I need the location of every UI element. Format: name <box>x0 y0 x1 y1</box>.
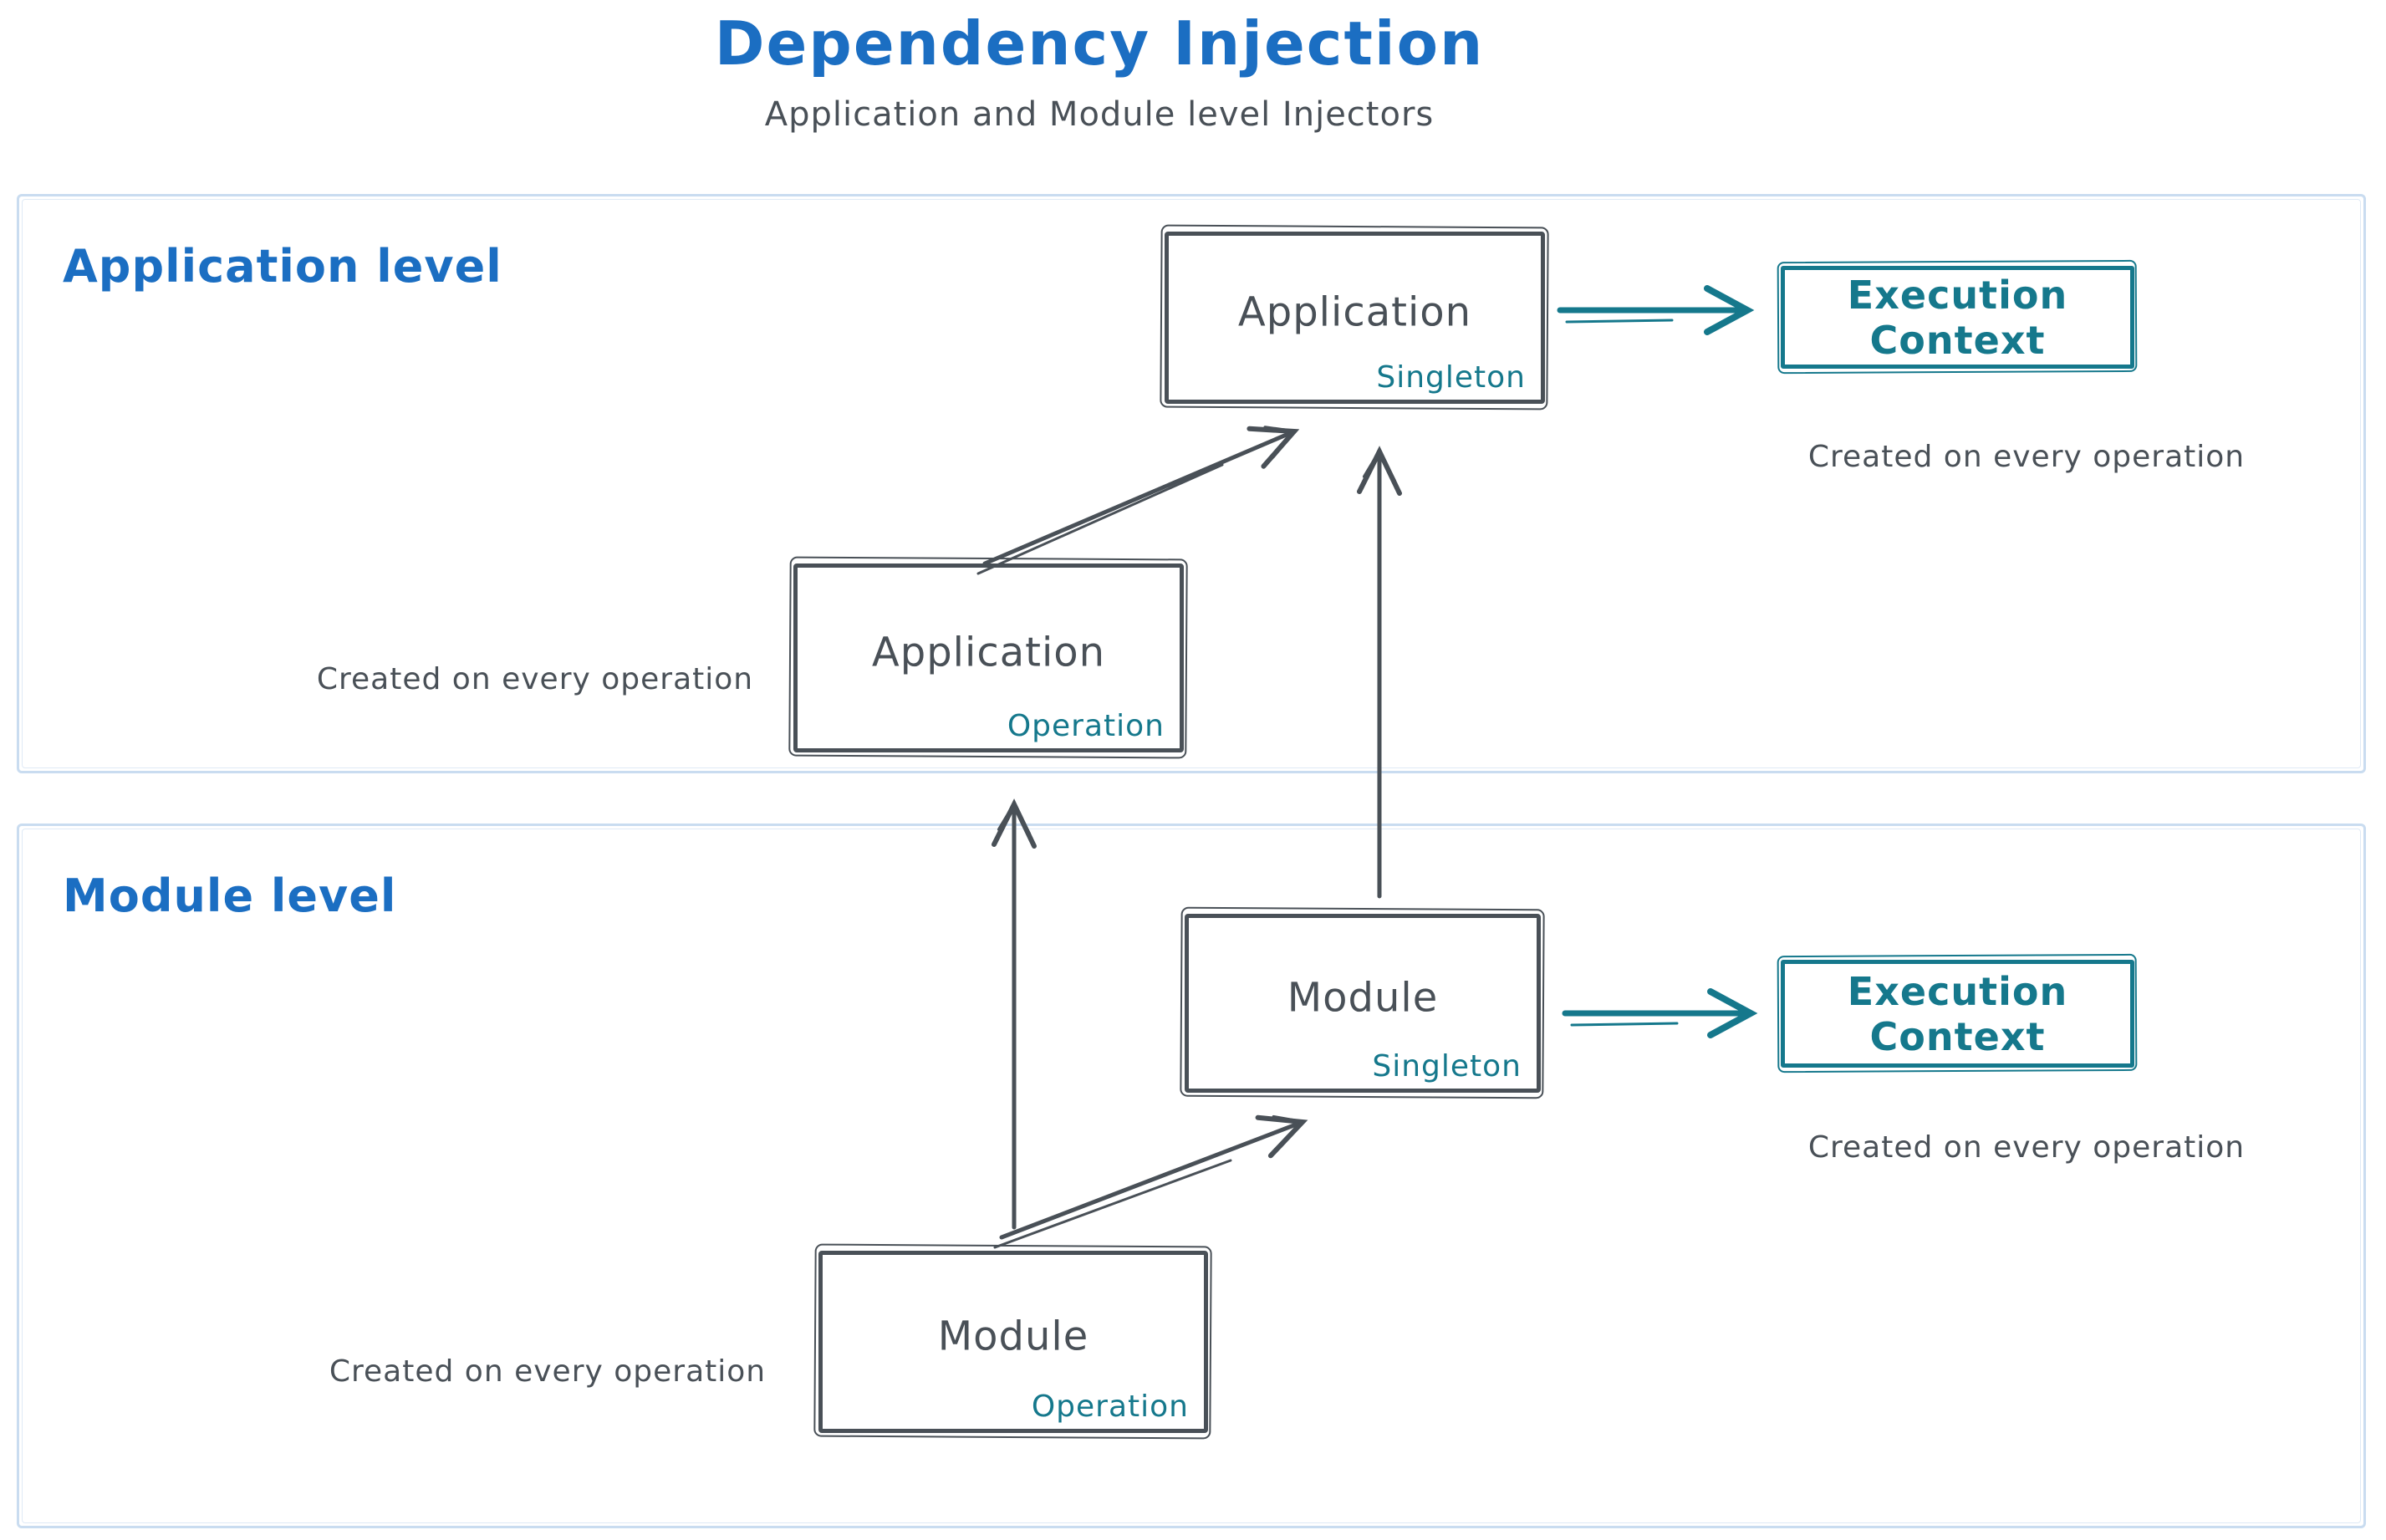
node-scope-badge: Singleton <box>1372 1049 1522 1084</box>
page-subtitle: Application and Module level Injectors <box>764 95 1435 134</box>
diagram-header: Dependency Injection Application and Mod… <box>669 8 1530 134</box>
execution-context-label: Execution Context <box>1847 968 2068 1059</box>
module-operation-node: Module Operation <box>818 1251 1208 1433</box>
application-level-label: Application level <box>63 240 502 293</box>
node-title: Application <box>1237 288 1472 336</box>
application-operation-node: Application Operation <box>793 563 1184 752</box>
node-title: Application <box>871 629 1106 676</box>
module-level-label: Module level <box>63 869 397 922</box>
node-title: Module <box>1287 974 1439 1022</box>
execution-context-label: Execution Context <box>1847 272 2068 363</box>
application-execution-context-note: Created on every operation <box>1807 440 2246 474</box>
module-level-container: Module level <box>17 824 2366 1528</box>
node-title: Module <box>937 1313 1089 1360</box>
module-operation-note: Created on every operation <box>329 1354 767 1389</box>
node-scope-badge: Singleton <box>1376 360 1526 395</box>
application-singleton-node: Application Singleton <box>1165 232 1545 404</box>
application-level-container: Application level <box>17 194 2366 773</box>
node-scope-badge: Operation <box>1007 709 1165 743</box>
module-execution-context-box: Execution Context <box>1781 960 2134 1068</box>
application-operation-note: Created on every operation <box>316 662 754 696</box>
application-execution-context-box: Execution Context <box>1781 266 2134 369</box>
module-execution-context-note: Created on every operation <box>1807 1130 2246 1165</box>
module-singleton-node: Module Singleton <box>1185 914 1541 1093</box>
page-title: Dependency Injection <box>714 8 1485 79</box>
node-scope-badge: Operation <box>1031 1390 1189 1424</box>
